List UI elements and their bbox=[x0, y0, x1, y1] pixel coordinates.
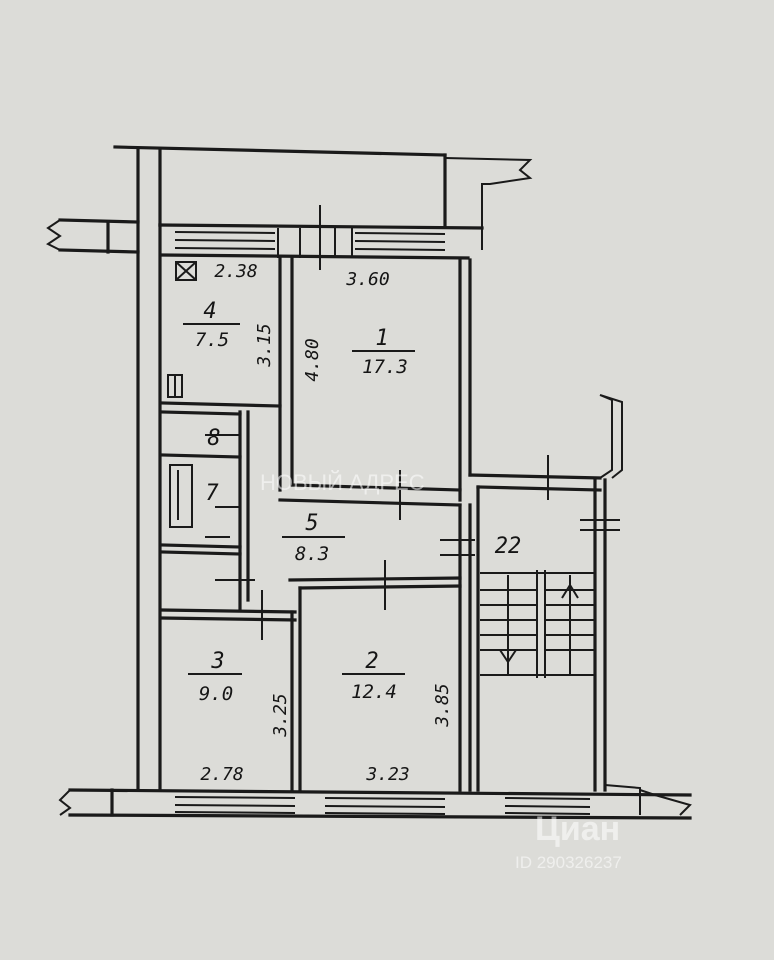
room-3-area: 9.0 bbox=[199, 683, 233, 705]
room-7-number: 7 bbox=[205, 481, 219, 506]
room-2-area: 12.4 bbox=[351, 681, 397, 703]
balcony-top bbox=[113, 145, 533, 250]
room-4-area: 7.5 bbox=[195, 329, 229, 351]
room-1-label: 1 17.3 bbox=[352, 326, 415, 378]
room-2-length-dim: 3.85 bbox=[432, 683, 453, 727]
room-2-number: 2 bbox=[365, 649, 378, 674]
room-5-label: 5 8.3 bbox=[282, 511, 345, 565]
watermark-brand: Циан bbox=[535, 810, 620, 848]
room-4-label: 4 7.5 bbox=[183, 299, 240, 351]
room-2-label: 2 12.4 bbox=[342, 649, 405, 703]
room-8-number: 8 bbox=[207, 426, 220, 451]
stairs bbox=[480, 570, 595, 678]
window-bottom bbox=[174, 796, 591, 815]
room-1-walls bbox=[278, 256, 472, 520]
room-4-length-dim: 3.15 bbox=[254, 323, 275, 367]
room-3-label: 3 9.0 bbox=[188, 649, 242, 705]
room-2-3-walls bbox=[160, 503, 472, 792]
watermark-center-text: НОВЫЙ АДРЕС bbox=[260, 470, 425, 495]
room-1-width-dim: 3.60 bbox=[345, 269, 389, 290]
watermark-id: ID 290326237 bbox=[515, 853, 622, 872]
room-3-length-dim: 3.25 bbox=[270, 693, 291, 737]
watermark: НОВЫЙ АДРЕС Циан ID 290326237 bbox=[260, 470, 622, 872]
room-3-number: 3 bbox=[210, 649, 224, 674]
room-5-area: 8.3 bbox=[295, 543, 329, 565]
room-4-walls bbox=[160, 261, 282, 612]
room-3-width-dim: 2.78 bbox=[200, 764, 243, 785]
outer-walls bbox=[46, 148, 692, 820]
room-1-length-dim: 4.80 bbox=[302, 338, 323, 381]
room-4-width-dim: 2.38 bbox=[214, 261, 257, 282]
room-4-number: 4 bbox=[203, 299, 216, 324]
window-top bbox=[174, 205, 446, 270]
room-5-walls bbox=[288, 539, 475, 610]
room-2-width-dim: 3.23 bbox=[365, 764, 409, 785]
room-1-number: 1 bbox=[375, 326, 388, 351]
room-5-number: 5 bbox=[305, 511, 318, 536]
room-1-area: 17.3 bbox=[362, 356, 408, 378]
stair-label: 22 bbox=[495, 534, 522, 559]
